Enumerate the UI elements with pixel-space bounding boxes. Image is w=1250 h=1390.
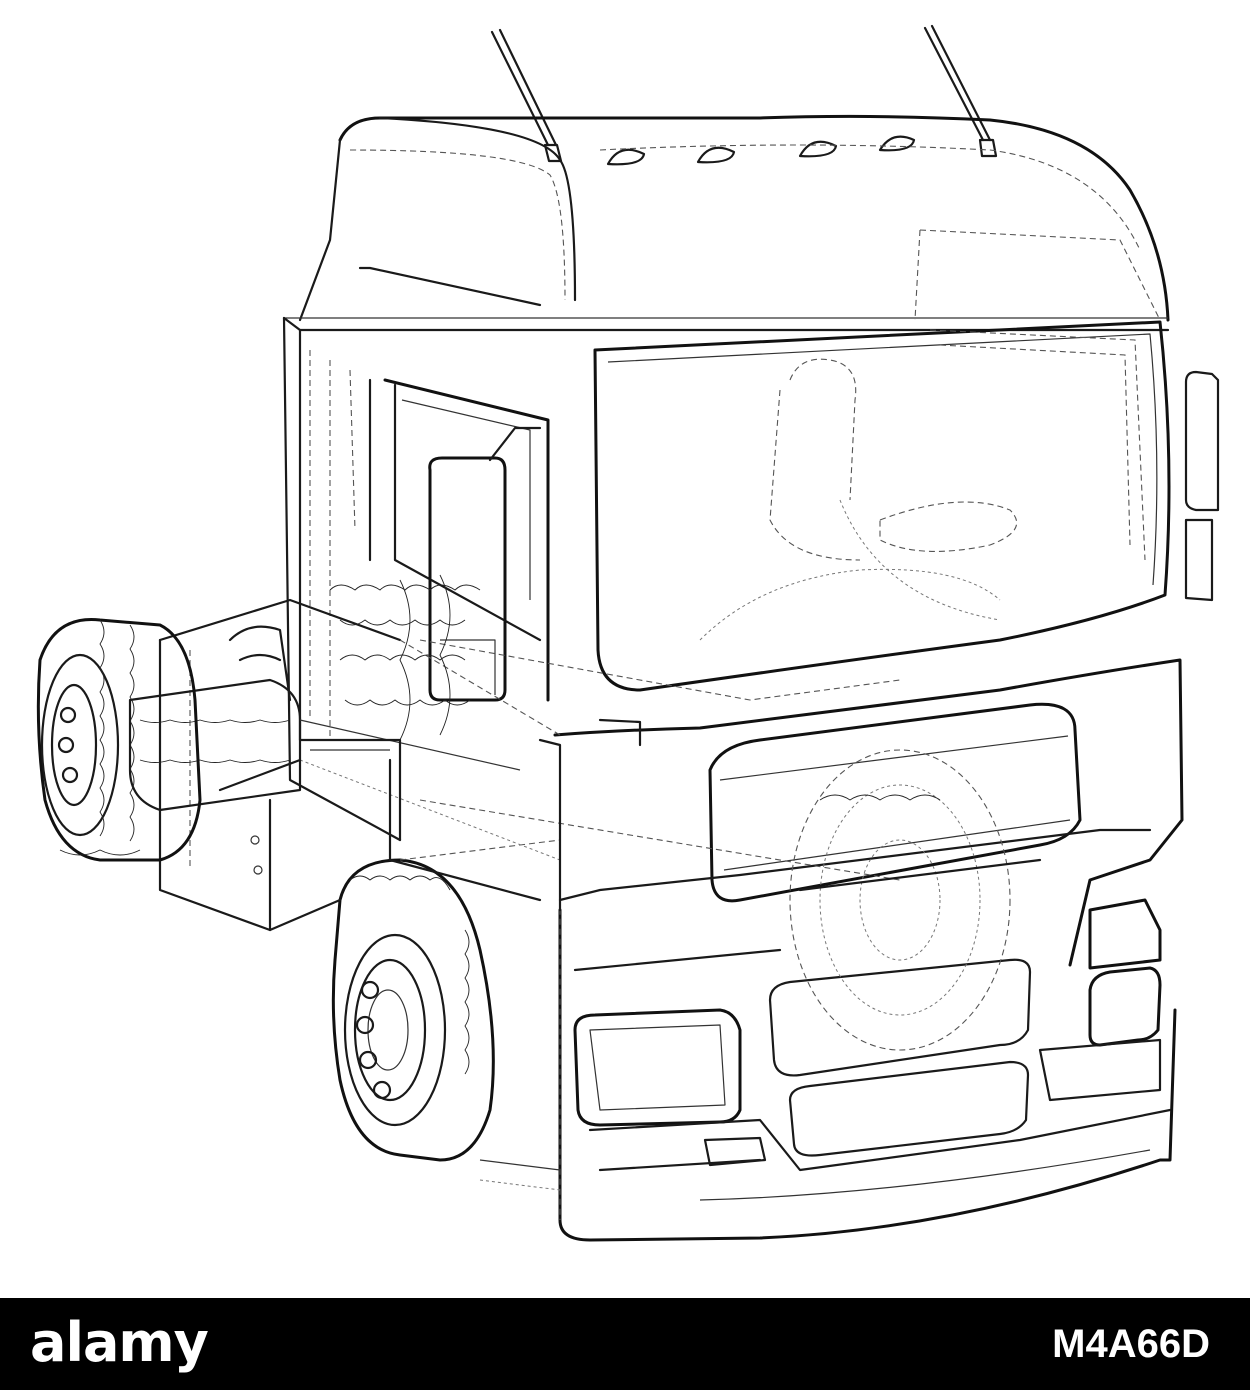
- side-mirror: [428, 370, 1220, 702]
- antennas: [490, 24, 998, 163]
- front-grille: [553, 658, 1184, 1157]
- watermark-footer: alamy M4A66D: [0, 1298, 1250, 1390]
- image-id-label: M4A66D: [1052, 1322, 1210, 1366]
- rear-wheels: [36, 618, 202, 862]
- ghost-wheel: [789, 749, 1042, 1051]
- chassis-frame: [158, 598, 901, 932]
- brand-logo: alamy: [30, 1311, 209, 1374]
- truck-wireframe-drawing: [36, 24, 1220, 1242]
- engine-cluster: [128, 574, 521, 812]
- windshield: [593, 320, 1171, 692]
- front-bumper: [558, 908, 1177, 1242]
- cab-steps: [298, 718, 642, 1191]
- roof-lights: [606, 135, 916, 166]
- side-door: [282, 316, 550, 842]
- headlights: [573, 898, 1162, 1127]
- cab-interior: [699, 358, 1018, 641]
